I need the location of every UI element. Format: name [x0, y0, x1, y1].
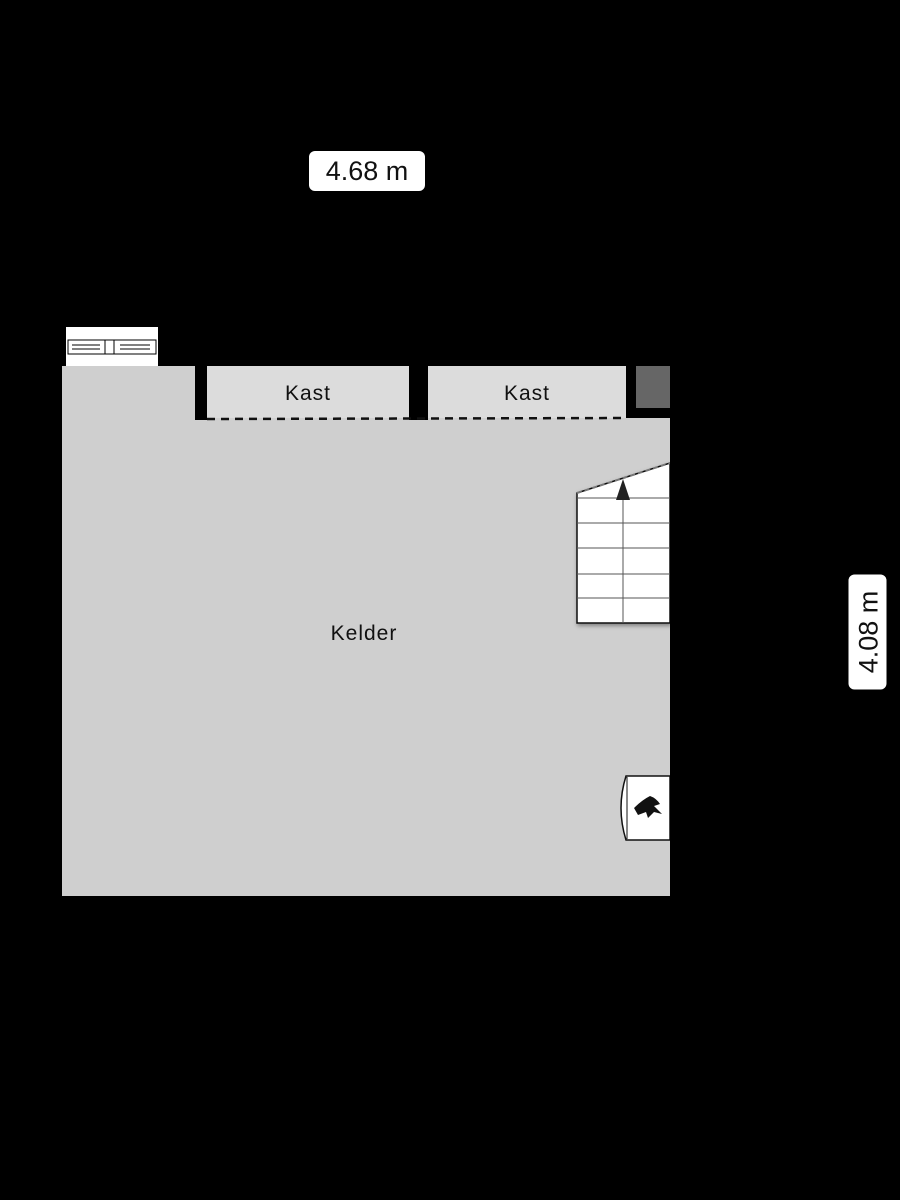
wall — [409, 366, 428, 420]
window-icon — [66, 327, 158, 366]
height-dimension-label: 4.08 m — [848, 574, 887, 690]
width-dimension-label: 4.68 m — [309, 151, 425, 191]
closet-1-label: Kast — [285, 382, 331, 405]
stairs-icon — [576, 461, 671, 624]
room-kelder — [62, 366, 670, 896]
wall — [195, 366, 207, 420]
closet-2 — [428, 366, 626, 418]
room-label-kelder: Kelder — [331, 622, 398, 645]
shaft — [636, 366, 670, 408]
closet-2-label: Kast — [504, 382, 550, 405]
closet-1 — [207, 366, 409, 418]
boiler-flame-icon — [620, 775, 671, 841]
